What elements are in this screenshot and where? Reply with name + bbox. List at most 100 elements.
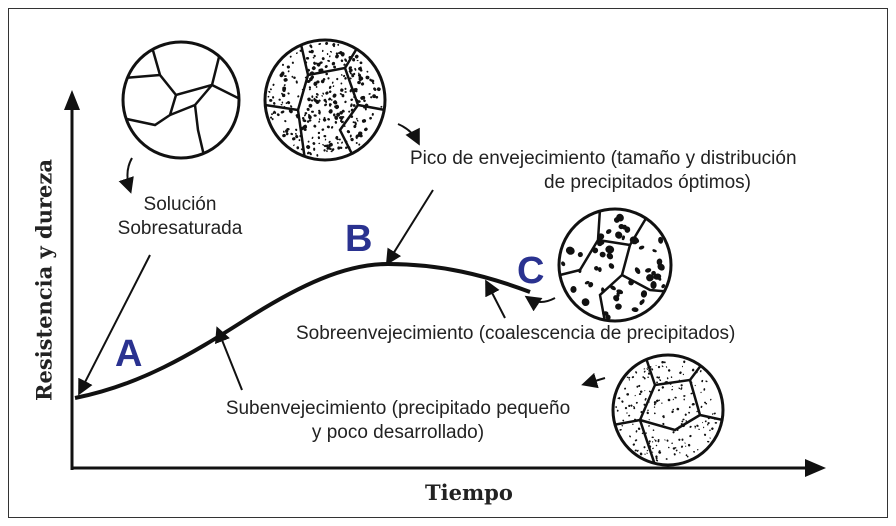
precipitate-dot <box>658 376 661 379</box>
precipitate-dot <box>635 401 638 404</box>
precipitate-dot <box>310 49 314 54</box>
solution-label-line1: Solución <box>143 194 217 215</box>
precipitate-dot <box>678 438 681 441</box>
precipitate-dot <box>653 439 656 441</box>
precipitate-dot <box>344 77 347 80</box>
precipitate-dot <box>272 83 275 86</box>
underaging-label: Subenvejecimiento (precipitado pequeño y… <box>178 397 618 445</box>
precipitate-dot <box>313 81 318 87</box>
precipitate-dot <box>684 413 687 416</box>
precipitate-dot <box>656 376 659 379</box>
precipitate-dot <box>311 136 314 139</box>
precipitate-dot <box>347 131 351 134</box>
precipitate-dot <box>685 420 688 422</box>
precipitate-dot <box>643 446 646 449</box>
precipitate-dot <box>327 59 331 62</box>
precipitate-dot <box>704 420 707 423</box>
precipitate-dot <box>295 134 299 139</box>
precipitate-dot <box>698 428 700 431</box>
precipitate-dot <box>326 52 329 56</box>
precipitate-dot <box>341 141 343 144</box>
precipitate-dot <box>653 403 656 406</box>
precipitate-dot <box>328 97 332 101</box>
precipitate-dot <box>353 124 357 129</box>
precipitate-dot <box>650 281 657 289</box>
precipitate-dot <box>316 153 319 157</box>
precipitate-dot <box>313 147 316 151</box>
precipitate-dot <box>683 395 686 397</box>
precipitate-dot <box>281 101 284 104</box>
precipitate-dot <box>632 423 634 425</box>
precipitate-dot <box>671 386 674 387</box>
peak-aging-label: Pico de envejecimiento (tamaño y distrib… <box>410 147 890 195</box>
precipitate-dot <box>328 140 331 143</box>
precipitate-dot <box>332 85 335 87</box>
precipitate-dot <box>335 117 339 120</box>
precipitate-dot <box>331 148 335 152</box>
precipitate-dot <box>358 66 362 71</box>
precipitate-dot <box>646 449 649 452</box>
precipitate-dot <box>336 77 339 81</box>
precipitate-dot <box>306 120 310 123</box>
precipitate-dot <box>618 223 625 230</box>
precipitate-dot <box>311 95 314 99</box>
precipitate-dot <box>340 52 345 57</box>
precipitate-dot <box>355 134 360 138</box>
precipitate-dot <box>357 100 361 103</box>
precipitate-dot <box>667 369 671 372</box>
precipitate-dot <box>322 92 325 95</box>
precipitate-dot <box>349 66 352 69</box>
precipitate-dot <box>271 118 274 121</box>
precipitate-dot <box>704 401 707 404</box>
microstructure-underaging-circle <box>611 353 725 467</box>
precipitate-dot <box>678 387 681 390</box>
precipitate-dot <box>626 376 629 378</box>
precipitate-dot <box>364 107 367 111</box>
precipitate-dot <box>331 81 334 84</box>
precipitate-dot <box>358 131 363 136</box>
precipitate-dot <box>713 412 716 415</box>
precipitate-dot <box>712 413 714 415</box>
precipitate-dot <box>329 50 333 53</box>
precipitate-dot <box>333 113 336 117</box>
precipitate-dot <box>328 142 333 147</box>
precipitate-dot <box>655 365 657 366</box>
precipitate-dot <box>335 52 339 55</box>
precipitate-dot <box>318 99 321 102</box>
precipitate-dot <box>339 111 343 115</box>
solution-label-line2: Sobresaturada <box>117 218 243 239</box>
precipitate-dot <box>661 365 664 368</box>
precipitate-dot <box>690 392 693 395</box>
precipitate-dot <box>311 110 314 113</box>
precipitate-dot <box>319 61 323 64</box>
precipitate-dot <box>638 245 645 250</box>
precipitate-dot <box>681 420 684 423</box>
precipitate-dot <box>339 93 343 95</box>
precipitate-dot <box>315 95 318 99</box>
precipitate-dot <box>306 79 311 83</box>
precipitate-dot <box>637 427 641 431</box>
precipitate-dot <box>673 453 676 456</box>
precipitate-dot <box>621 425 624 427</box>
precipitate-dot <box>354 87 358 92</box>
precipitate-dot <box>588 282 594 288</box>
precipitate-dot <box>684 442 686 444</box>
precipitate-dot <box>672 408 675 411</box>
precipitate-dot <box>286 65 290 69</box>
precipitate-dot <box>699 370 702 373</box>
precipitate-dot <box>703 433 707 436</box>
precipitate-dot <box>632 443 636 446</box>
precipitate-dot <box>321 95 323 97</box>
precipitate-dot <box>328 90 332 93</box>
precipitate-dot <box>339 146 343 149</box>
precipitate-dot <box>697 449 699 451</box>
precipitate-dot <box>665 366 668 368</box>
precipitate-dot <box>619 429 622 431</box>
precipitate-dot <box>353 72 356 76</box>
microstructure-peak-circle <box>263 38 387 162</box>
precipitate-dot <box>368 93 371 95</box>
precipitate-dot <box>605 245 615 254</box>
precipitate-dot <box>313 114 317 117</box>
precipitate-dot <box>348 70 352 73</box>
precipitate-dot <box>291 75 294 78</box>
